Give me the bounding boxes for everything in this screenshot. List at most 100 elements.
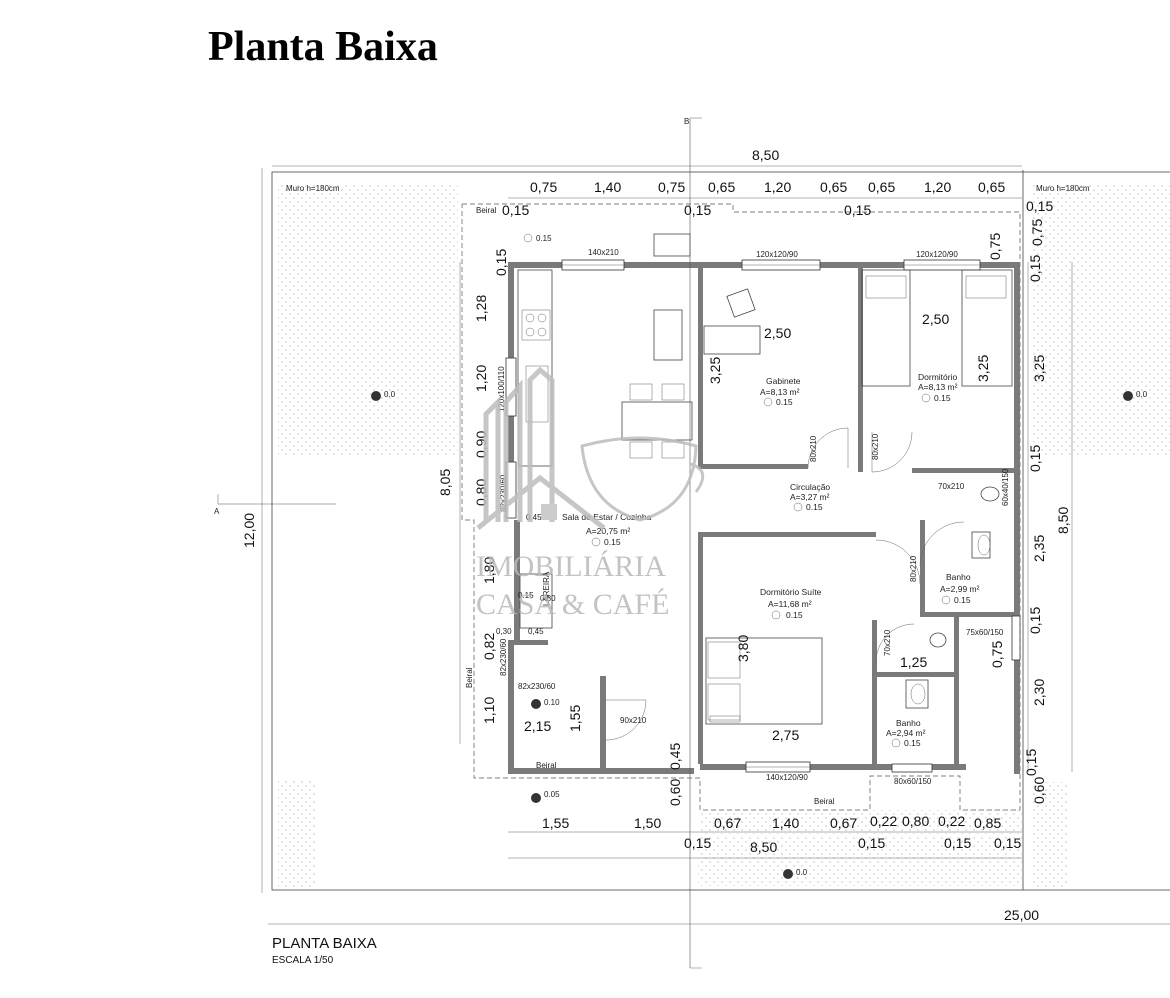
svg-text:70x210: 70x210: [938, 482, 965, 491]
svg-text:A=20,75 m²: A=20,75 m²: [586, 526, 630, 536]
svg-text:0,75: 0,75: [987, 233, 1003, 260]
garden-areas: [278, 184, 1170, 888]
svg-text:3,80: 3,80: [735, 635, 751, 662]
svg-text:80x60/150: 80x60/150: [894, 777, 932, 786]
svg-text:1,20: 1,20: [924, 179, 951, 195]
svg-text:0,65: 0,65: [708, 179, 735, 195]
svg-text:80x210: 80x210: [909, 555, 918, 582]
svg-text:0,75: 0,75: [1029, 219, 1045, 246]
svg-text:70x210: 70x210: [883, 629, 892, 656]
svg-text:Muro h=180cm: Muro h=180cm: [1036, 184, 1090, 193]
svg-text:80x210: 80x210: [809, 435, 818, 462]
svg-text:120x100/110: 120x100/110: [497, 366, 506, 412]
svg-text:82x230/60: 82x230/60: [499, 638, 508, 676]
level-markers: 0.0 0.0 0.0 0.10 0.05: [371, 390, 1148, 879]
drawing-label: PLANTA BAIXA: [272, 935, 377, 952]
svg-text:75x60/150: 75x60/150: [966, 628, 1004, 637]
svg-text:A=8,13 m²: A=8,13 m²: [760, 387, 800, 397]
svg-text:0,65: 0,65: [978, 179, 1005, 195]
svg-text:0.15: 0.15: [934, 393, 951, 403]
svg-text:1,50: 1,50: [634, 815, 661, 831]
opening-labels: 140x210 120x120/90 120x120/90 120x100/11…: [497, 248, 1010, 786]
svg-text:A=2,99 m²: A=2,99 m²: [940, 584, 980, 594]
svg-text:2,50: 2,50: [764, 325, 791, 341]
dim-left-depth: 8,05: [437, 469, 453, 496]
svg-text:0,15: 0,15: [858, 835, 885, 851]
svg-text:LAREIRA: LAREIRA: [542, 571, 551, 606]
dim-top-width: 8,50: [752, 147, 779, 163]
section-marker-a: A: [214, 507, 220, 516]
svg-text:1,55: 1,55: [567, 705, 583, 732]
svg-text:120x120/90: 120x120/90: [756, 250, 798, 259]
svg-text:90x210: 90x210: [620, 716, 647, 725]
svg-text:0,15: 0,15: [1027, 255, 1043, 282]
svg-text:Beiral: Beiral: [814, 797, 835, 806]
svg-text:0,22: 0,22: [938, 813, 965, 829]
svg-text:0,15: 0,15: [944, 835, 971, 851]
svg-text:0.0: 0.0: [796, 868, 808, 877]
svg-text:0,15: 0,15: [684, 202, 711, 218]
svg-text:0,15: 0,15: [684, 835, 711, 851]
svg-text:0,15: 0,15: [502, 202, 529, 218]
page-title: Planta Baixa: [208, 24, 438, 70]
svg-text:1,80: 1,80: [481, 557, 497, 584]
svg-text:1,20: 1,20: [764, 179, 791, 195]
svg-text:0.0: 0.0: [384, 390, 396, 399]
svg-text:1,55: 1,55: [542, 815, 569, 831]
svg-text:140x120/90: 140x120/90: [766, 773, 808, 782]
svg-text:0,30: 0,30: [496, 627, 512, 636]
svg-text:0.15: 0.15: [786, 610, 803, 620]
svg-text:3,25: 3,25: [707, 357, 723, 384]
section-marker-b: B: [684, 117, 689, 126]
room-labels: Gabinete A=8,13 m² 0.15 Dormitório A=8,1…: [562, 372, 980, 748]
svg-text:0,15: 0,15: [1026, 198, 1053, 214]
svg-text:Beiral: Beiral: [465, 667, 474, 688]
svg-text:A=3,27 m²: A=3,27 m²: [790, 492, 830, 502]
svg-text:0.0: 0.0: [1136, 390, 1148, 399]
room-sala-name: Sala de Estar / Cozinha: [562, 512, 652, 522]
dim-lot-depth: 12,00: [241, 513, 257, 548]
svg-text:0,60: 0,60: [667, 779, 683, 806]
doors: [605, 427, 965, 741]
dim-lot-width: 25,00: [1004, 907, 1039, 923]
svg-text:0,67: 0,67: [714, 815, 741, 831]
svg-text:0,75: 0,75: [658, 179, 685, 195]
svg-text:0,75: 0,75: [530, 179, 557, 195]
svg-text:2,35: 2,35: [1031, 535, 1047, 562]
svg-text:A=2,94 m²: A=2,94 m²: [886, 728, 926, 738]
svg-text:0,60: 0,60: [1031, 777, 1047, 804]
right-dims: 0,75 0,15 3,25 0,15 2,35 0,15 2,30 0,15 …: [987, 219, 1047, 804]
svg-text:0,80: 0,80: [902, 813, 929, 829]
svg-text:2,75: 2,75: [772, 727, 799, 743]
svg-text:1,28: 1,28: [473, 295, 489, 322]
svg-text:0,45: 0,45: [528, 627, 544, 636]
svg-text:3,25: 3,25: [1031, 355, 1047, 382]
room-dormitorio-name: Dormitório: [918, 372, 957, 382]
svg-text:0,75: 0,75: [989, 641, 1005, 668]
svg-text:1,10: 1,10: [481, 697, 497, 724]
svg-text:0,45: 0,45: [667, 743, 683, 770]
svg-text:80x210: 80x210: [871, 433, 880, 460]
svg-text:0,65: 0,65: [820, 179, 847, 195]
svg-text:0,22: 0,22: [870, 813, 897, 829]
dim-bottom-width: 8,50: [750, 839, 777, 855]
svg-text:2,30: 2,30: [1031, 679, 1047, 706]
watermark-line1: IMOBILIÁRIA: [476, 550, 666, 583]
svg-text:0,45: 0,45: [526, 513, 542, 522]
svg-text:0,15: 0,15: [1027, 445, 1043, 472]
room-suite-name: Dormitório Suíte: [760, 587, 822, 597]
svg-text:0,65: 0,65: [868, 179, 895, 195]
drawing-scale: ESCALA 1/50: [272, 955, 334, 966]
svg-text:2,50: 2,50: [922, 311, 949, 327]
top-dims: 0,75 1,40 0,75 0,65 1,20 0,65 0,65 1,20 …: [502, 179, 1053, 218]
svg-text:0.15: 0.15: [776, 397, 793, 407]
svg-text:0,15: 0,15: [844, 202, 871, 218]
svg-text:140x210: 140x210: [588, 248, 619, 257]
svg-text:0,15: 0,15: [1023, 749, 1039, 776]
svg-text:Muro h=180cm: Muro h=180cm: [286, 184, 340, 193]
axis-lines: A B: [214, 117, 702, 969]
svg-text:0.10: 0.10: [544, 698, 560, 707]
room-banho2-name: Banho: [896, 718, 921, 728]
svg-text:0.80: 0.80: [540, 594, 556, 603]
